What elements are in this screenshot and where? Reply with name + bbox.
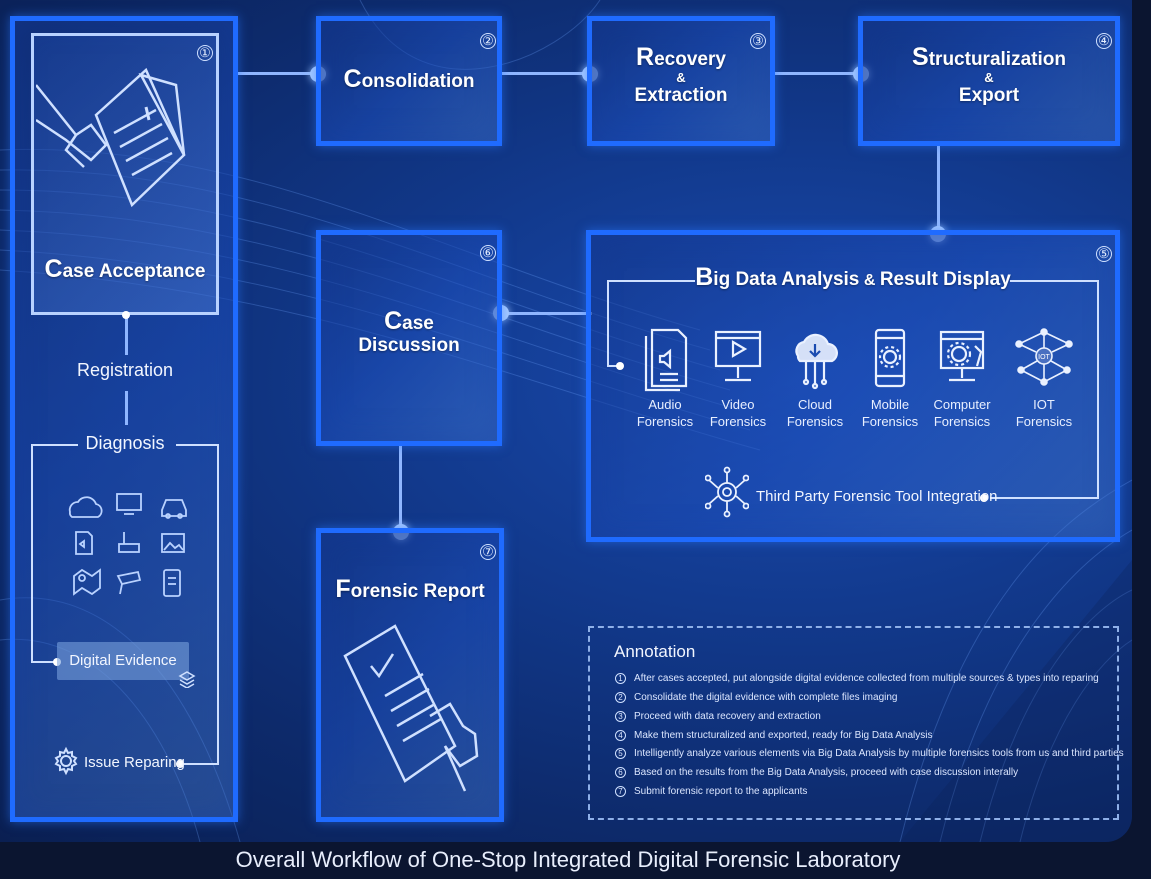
gear-icon xyxy=(54,746,78,776)
annotation-title: Annotation xyxy=(614,642,696,661)
iot-badge: IOT xyxy=(1038,354,1050,361)
stack-icon xyxy=(178,671,196,688)
step-number: ① xyxy=(197,45,213,61)
connector-1-2 xyxy=(236,72,322,75)
connector-dot xyxy=(122,311,130,319)
workflow-panel: ① Case Acceptance Registration Diagnosis xyxy=(0,0,1132,842)
recovery-extraction-title: Recovery & Extraction xyxy=(634,43,728,107)
step-number: ⑦ xyxy=(480,544,496,560)
diagnosis-label: Diagnosis xyxy=(85,433,165,453)
recovery-extraction-box xyxy=(587,16,775,146)
step-number: ④ xyxy=(1096,33,1112,49)
step-number: ③ xyxy=(750,33,766,49)
diagnosis-bracket xyxy=(31,444,219,768)
analysis-bracket xyxy=(607,280,1099,502)
issue-reparing-label: Issue Reparing xyxy=(84,754,185,771)
report-checkmark-icon xyxy=(343,624,479,792)
connector-vertical xyxy=(125,391,128,425)
connector-3-4 xyxy=(772,72,864,75)
iot-network-icon: IOT xyxy=(1015,328,1073,386)
audio-file-icon xyxy=(644,328,688,392)
structuralization-export-box xyxy=(858,16,1120,146)
connector-6-7 xyxy=(399,444,402,532)
case-acceptance-column xyxy=(10,16,238,822)
video-monitor-icon xyxy=(714,330,762,382)
case-discussion-box xyxy=(316,230,502,446)
third-party-integration-label: Third Party Forensic Tool Integration xyxy=(756,488,998,505)
big-data-analysis-title: Big Data Analysis & Result Display xyxy=(695,263,1011,291)
connector-2-3 xyxy=(500,72,592,75)
cloud-icon xyxy=(795,333,838,390)
consolidation-box xyxy=(316,16,502,146)
digital-evidence-badge: Digital Evidence xyxy=(57,642,189,680)
consolidation-title: Consolidation xyxy=(343,65,475,93)
case-discussion-title: Case Discussion xyxy=(358,307,460,357)
connector-vertical xyxy=(125,315,128,355)
step-number: ② xyxy=(480,33,496,49)
forensic-report-box xyxy=(316,528,504,822)
step-number: ⑤ xyxy=(1096,246,1112,262)
forensic-report-title: Forensic Report xyxy=(335,575,485,603)
step-number: ⑥ xyxy=(480,245,496,261)
connector-4-5 xyxy=(937,143,940,233)
mobile-phone-icon xyxy=(874,328,906,388)
connector-5-6 xyxy=(500,312,592,315)
registration-label: Registration xyxy=(76,360,174,380)
structuralization-export-title: Structuralization & Export xyxy=(912,43,1066,107)
evidence-source-icons xyxy=(68,493,187,597)
diagram-caption: Overall Workflow of One-Stop Integrated … xyxy=(235,847,901,872)
case-acceptance-box xyxy=(31,33,219,315)
case-acceptance-title: Case Acceptance xyxy=(44,255,206,283)
computer-icon xyxy=(939,330,985,382)
annotation-box xyxy=(588,626,1119,820)
document-hand-icon xyxy=(36,67,186,208)
third-party-integration-icon xyxy=(705,466,749,518)
